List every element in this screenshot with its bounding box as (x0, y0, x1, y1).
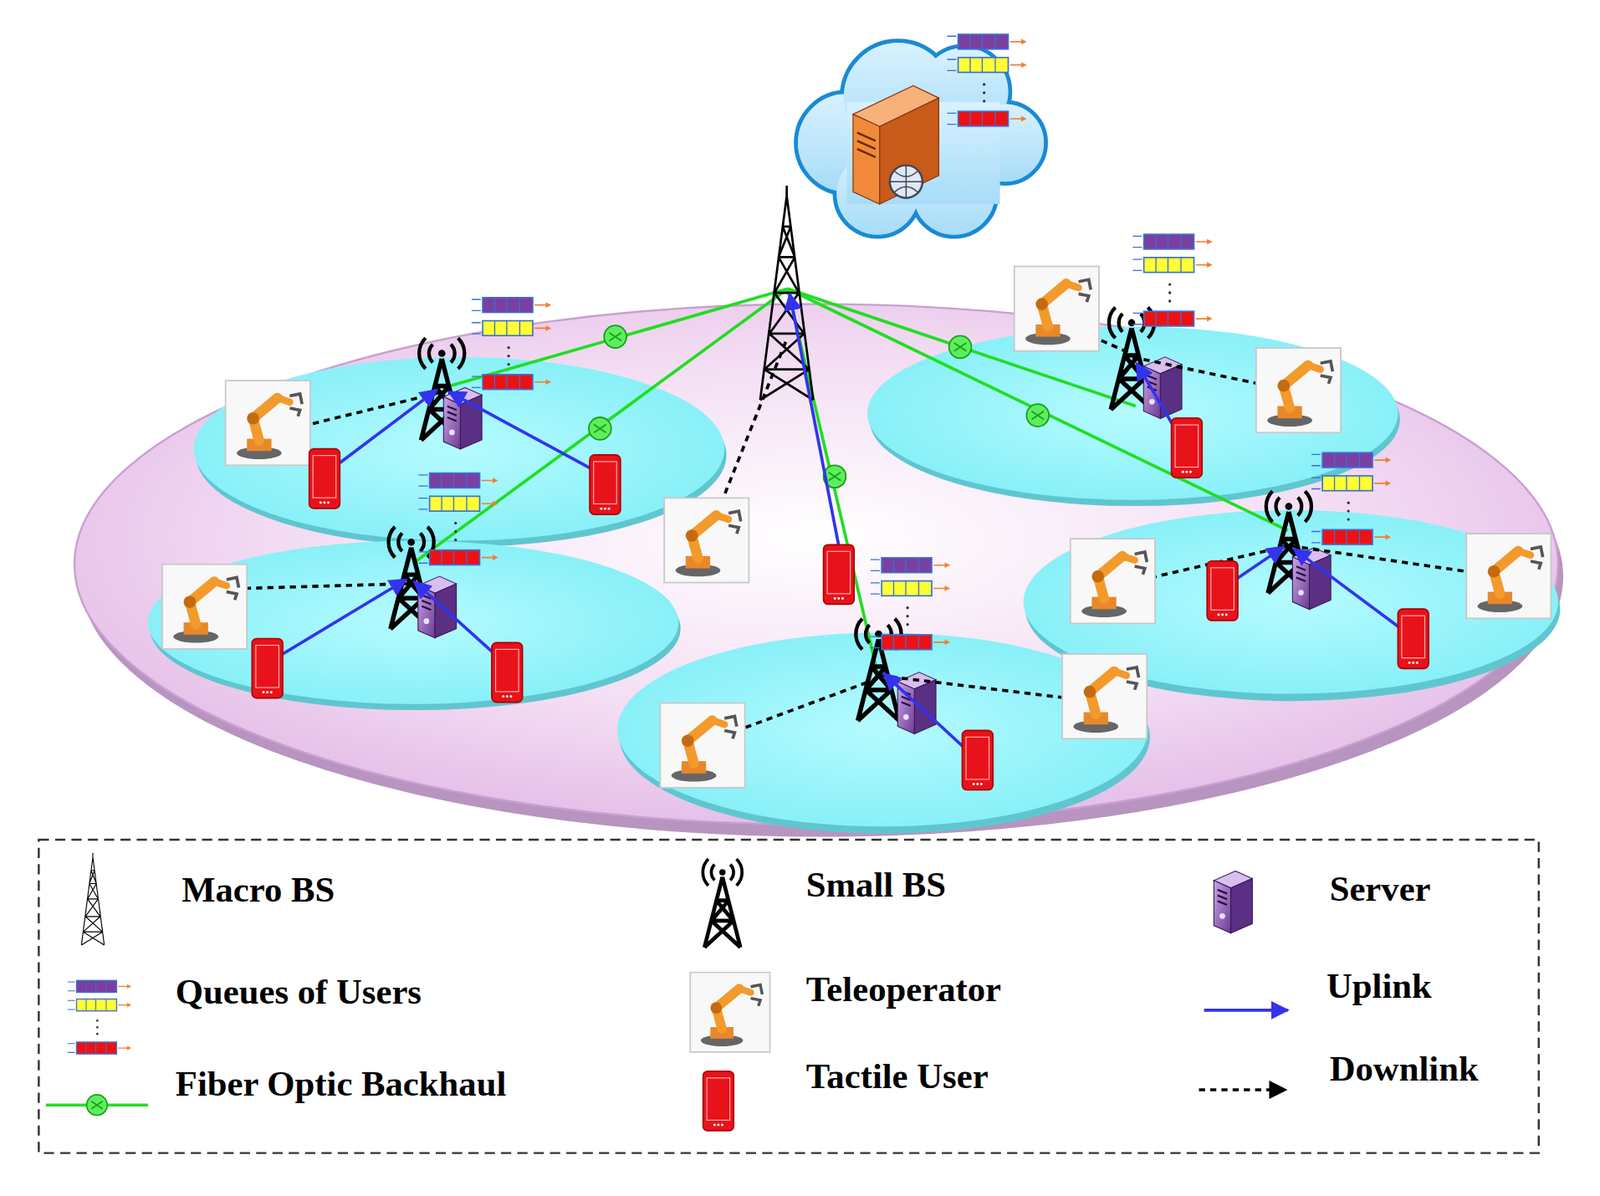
legend-label: Teleoperator (806, 969, 1002, 1011)
legend-label: Downlink (1329, 1048, 1479, 1090)
legend-label: Macro BS (181, 870, 335, 912)
legend-label: Server (1329, 869, 1432, 910)
legend-label: Tactile User (806, 1056, 989, 1098)
legend-label: Fiber Optic Backhaul (175, 1063, 507, 1105)
legend-label: Small BS (806, 865, 946, 907)
legend-label: Uplink (1326, 966, 1432, 1008)
legend-label: Queues of Users (175, 972, 422, 1014)
